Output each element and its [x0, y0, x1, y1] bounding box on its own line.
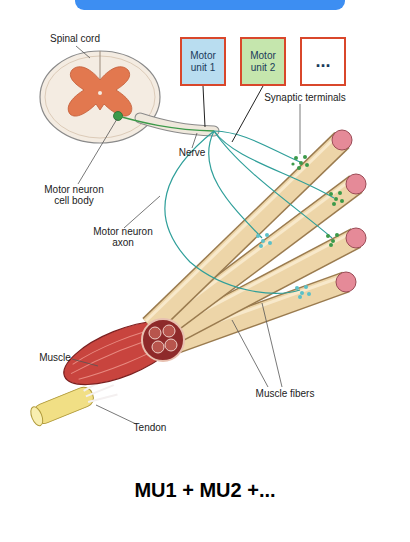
part-label: Motor neuron axon	[88, 226, 158, 248]
muscle-fibres	[146, 130, 366, 346]
leader-line	[262, 303, 282, 387]
part-label: Muscle fibers	[245, 388, 325, 399]
spinal-cord	[40, 51, 160, 143]
unit-label: Motor unit 1	[182, 50, 224, 73]
leader-line	[76, 46, 90, 58]
fascicle	[163, 325, 175, 337]
fiber	[156, 184, 356, 334]
fiber-end	[346, 228, 366, 248]
leader-line	[96, 405, 136, 424]
gray-matter	[68, 67, 132, 116]
median-fissure	[100, 51, 101, 79]
axon-branch	[165, 131, 300, 293]
leader-line	[72, 359, 98, 366]
section-rim	[142, 319, 184, 361]
motor-unit-box: ...	[300, 37, 346, 86]
terminal-cluster	[291, 155, 344, 247]
fascicle	[152, 341, 164, 353]
part-label: Synaptic terminals	[250, 92, 360, 103]
fiber-end	[332, 130, 352, 150]
leader-line	[300, 104, 301, 154]
tendon-end	[28, 405, 45, 427]
striations	[66, 321, 177, 384]
unit-pointer	[232, 86, 263, 142]
muscle-body	[56, 308, 188, 397]
motor-axons	[165, 131, 334, 293]
leader-line	[78, 119, 117, 184]
central-canal	[98, 91, 102, 95]
fascicle	[165, 339, 177, 351]
caption: MU1 + MU2 +...	[0, 479, 410, 502]
leader-line	[232, 320, 268, 387]
part-label: Motor neuron cell body	[36, 184, 112, 206]
motor-unit-box: Motor unit 2	[240, 37, 286, 86]
muscle-belly	[56, 308, 188, 397]
axon-branch	[214, 131, 332, 238]
unit-label: Motor unit 2	[242, 50, 284, 73]
fascicle	[149, 327, 161, 339]
fiber-end	[336, 272, 356, 292]
axon	[118, 116, 214, 131]
white-matter	[40, 51, 160, 143]
header-bar	[75, 0, 345, 10]
part-label: Spinal cord	[35, 33, 115, 44]
unit-label: ...	[315, 51, 330, 72]
nerve	[114, 112, 215, 132]
motor-unit-box: Motor unit 1	[180, 37, 226, 86]
axon-branch	[214, 131, 300, 162]
synaptic-terminals	[256, 155, 344, 299]
part-label: Tendon	[125, 422, 175, 433]
axon-branch	[209, 131, 262, 238]
part-label: Muscle	[30, 352, 80, 363]
fiber-outline	[156, 184, 356, 334]
fiber-end	[346, 174, 366, 194]
unit-pointer	[203, 86, 205, 127]
terminal-cluster	[256, 233, 311, 299]
leader-line	[192, 133, 197, 148]
leader-line	[124, 196, 160, 228]
part-label: Nerve	[172, 147, 212, 158]
muscle-cross-section	[142, 319, 184, 361]
